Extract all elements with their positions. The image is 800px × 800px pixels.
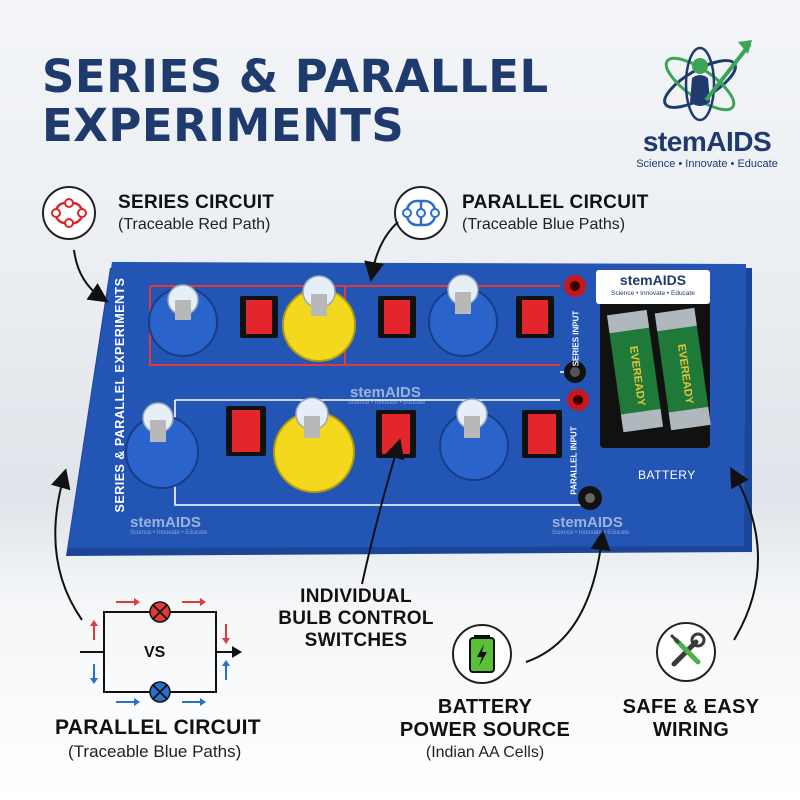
series-loop-icon: [42, 186, 96, 240]
board-watermark-left: stemAIDS: [130, 514, 201, 531]
switches-callout-line-2: BULB CONTROL: [278, 608, 434, 629]
parallel-top-callout-subtitle: (Traceable Blue Paths): [462, 216, 626, 233]
bulb-holder-1: [148, 284, 218, 357]
board-badge-name: stemAIDS: [619, 272, 687, 288]
battery-callout-line-1: BATTERY: [437, 696, 533, 718]
parallel-bottom-callout-subtitle: (Traceable Blue Paths): [68, 742, 242, 761]
atom-logo-icon: [663, 40, 752, 122]
parallel-top-callout-title: PARALLEL CIRCUIT: [462, 192, 649, 213]
board-brand-badge: [596, 270, 710, 304]
bulb-holder-6: [439, 398, 509, 481]
brand-tagline: Science • Innovate • Educate: [636, 158, 778, 170]
board-watermark-right: stemAIDS: [552, 514, 623, 531]
switch-3[interactable]: [516, 296, 554, 338]
board-watermark-right-tagline: Science • Innovate • Educate: [552, 530, 630, 536]
switches-callout: INDIVIDUAL BULB CONTROL SWITCHES: [256, 586, 456, 652]
bulb-holder-2: [282, 275, 356, 362]
switches-callout-line-3: SWITCHES: [304, 630, 408, 651]
vs-label: VS: [144, 644, 166, 661]
board-watermark-center-tagline: Science • Innovate • Educate: [348, 400, 426, 406]
battery-icon: [452, 624, 512, 684]
series-terminal-red[interactable]: [564, 275, 586, 297]
board-watermark-left-tagline: Science • Innovate • Educate: [130, 530, 208, 536]
series-callout-title: SERIES CIRCUIT: [118, 192, 275, 213]
brand-name: stemAIDS: [642, 126, 772, 157]
page-title: SERIES & PARALLEL EXPERIMENTS: [42, 52, 602, 150]
parallel-loop-icon: [394, 186, 448, 240]
safe-callout-line-2: WIRING: [652, 719, 730, 741]
red-bulb-icon: [149, 601, 171, 623]
switch-1[interactable]: [240, 296, 278, 338]
series-callout-subtitle: (Traceable Red Path): [118, 216, 271, 233]
blue-bulb-icon: [149, 681, 171, 703]
bulb-holder-5: [273, 397, 355, 493]
switch-4[interactable]: [226, 406, 266, 456]
series-vs-parallel-diagram: [80, 598, 242, 706]
series-terminal-black[interactable]: [564, 361, 586, 383]
parallel-bottom-callout-title: PARALLEL CIRCUIT: [55, 716, 261, 739]
parallel-terminal-black[interactable]: [578, 486, 602, 510]
battery-callout: BATTERY POWER SOURCE: [380, 696, 590, 742]
battery-holder: [600, 302, 711, 448]
board-badge-tagline: Science • Innovate • Educate: [611, 290, 695, 297]
title-line-1: SERIES & PARALLEL: [42, 50, 549, 103]
bulb-holder-4: [125, 402, 199, 489]
switch-6[interactable]: [522, 410, 562, 458]
battery-callout-line-2: POWER SOURCE: [399, 719, 571, 741]
safe-callout-line-1: SAFE & EASY: [622, 696, 760, 718]
switches-callout-line-1: INDIVIDUAL: [300, 586, 412, 607]
title-line-2: EXPERIMENTS: [42, 99, 405, 152]
bulb-holder-3: [428, 274, 498, 357]
battery-board-label: BATTERY: [638, 468, 696, 482]
parallel-terminal-red[interactable]: [567, 389, 589, 411]
battery-callout-subtitle: (Indian AA Cells): [425, 744, 545, 761]
safe-callout: SAFE & EASY WIRING: [606, 696, 776, 742]
wrench-screwdriver-icon: [656, 622, 716, 682]
switch-2[interactable]: [378, 296, 416, 338]
board-watermark-center: stemAIDS: [350, 384, 421, 401]
